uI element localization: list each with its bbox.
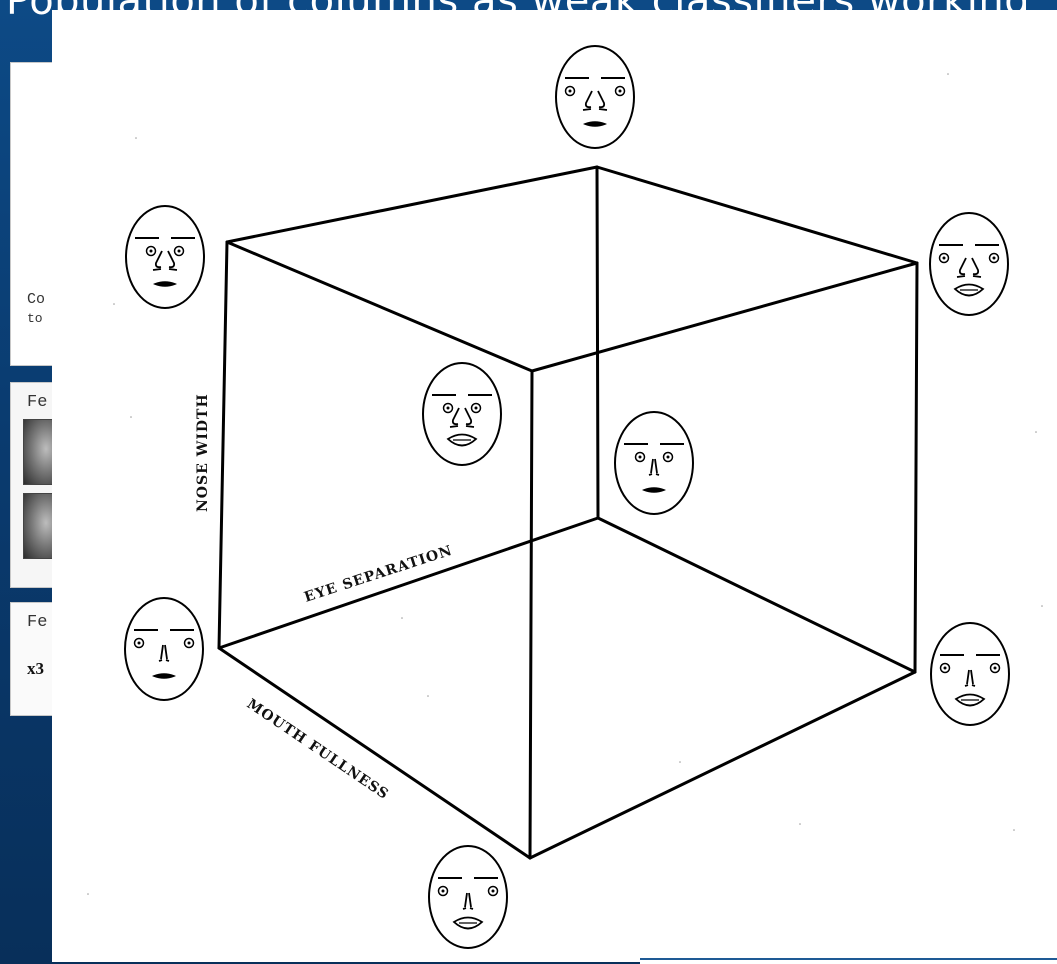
nose bbox=[158, 644, 170, 662]
chernoff-faces bbox=[124, 45, 1010, 949]
panel-result-value: x3 bbox=[27, 659, 44, 678]
cube-edge bbox=[217, 516, 600, 650]
chernoff-face bbox=[428, 845, 508, 949]
eye bbox=[145, 245, 157, 257]
pupil bbox=[993, 666, 997, 670]
pupil bbox=[474, 406, 478, 410]
cube-edge bbox=[595, 165, 919, 265]
chernoff-face bbox=[555, 45, 635, 149]
pupil bbox=[568, 89, 572, 93]
nose bbox=[462, 892, 474, 910]
panel-result-heading: Fe bbox=[27, 613, 48, 632]
eye bbox=[470, 402, 482, 414]
face-outline bbox=[929, 212, 1009, 316]
mouth bbox=[446, 433, 478, 447]
nose bbox=[582, 90, 608, 111]
eye bbox=[939, 662, 951, 674]
nose bbox=[648, 458, 660, 476]
cube-edge bbox=[596, 516, 917, 674]
cube-edge bbox=[528, 670, 917, 860]
axis-label-nose-width: NOSE WIDTH bbox=[195, 393, 211, 512]
face-outline bbox=[428, 845, 508, 949]
cube-edge bbox=[913, 261, 919, 674]
chernoff-face bbox=[125, 205, 205, 309]
face-outline bbox=[930, 622, 1010, 726]
eye bbox=[487, 885, 499, 897]
chernoff-face bbox=[930, 622, 1010, 726]
cube-edge bbox=[225, 165, 599, 244]
eye bbox=[437, 885, 449, 897]
mouth bbox=[152, 281, 178, 287]
cube-edge bbox=[217, 240, 229, 650]
pupil bbox=[137, 641, 141, 645]
pupil bbox=[618, 89, 622, 93]
scan-noise bbox=[87, 73, 1043, 895]
eye bbox=[634, 451, 646, 463]
eye bbox=[988, 252, 1000, 264]
nose bbox=[956, 257, 982, 278]
face-outline bbox=[125, 205, 205, 309]
pupil bbox=[638, 455, 642, 459]
mouth bbox=[641, 487, 667, 493]
cube-edge bbox=[217, 646, 532, 860]
cube-edge bbox=[528, 369, 534, 860]
bottom-border-strip bbox=[640, 958, 1057, 964]
face-outline bbox=[614, 411, 694, 515]
pupil bbox=[149, 249, 153, 253]
mouth bbox=[452, 916, 484, 930]
face-outline bbox=[555, 45, 635, 149]
chernoff-face bbox=[929, 212, 1009, 316]
mouth bbox=[582, 121, 608, 127]
nose bbox=[964, 669, 976, 687]
cube-edge bbox=[595, 165, 600, 520]
nose bbox=[449, 407, 475, 428]
pupil bbox=[446, 406, 450, 410]
eye bbox=[614, 85, 626, 97]
mouth bbox=[953, 283, 985, 297]
panel-code-line-2: to bbox=[27, 311, 43, 326]
pupil bbox=[666, 455, 670, 459]
chernoff-faces-cube-figure: NOSE WIDTH EYE SEPARATION MOUTH FULLNESS bbox=[52, 10, 1057, 962]
eye bbox=[564, 85, 576, 97]
eye bbox=[173, 245, 185, 257]
pupil bbox=[441, 889, 445, 893]
panel-features-heading: Fe bbox=[27, 393, 48, 412]
eye bbox=[133, 637, 145, 649]
mouth bbox=[954, 693, 986, 707]
nose bbox=[152, 250, 178, 271]
cube-edge bbox=[225, 240, 534, 373]
pupil bbox=[942, 256, 946, 260]
eye bbox=[442, 402, 454, 414]
chernoff-face bbox=[614, 411, 694, 515]
pupil bbox=[943, 666, 947, 670]
eye bbox=[989, 662, 1001, 674]
eye bbox=[938, 252, 950, 264]
cube-edges bbox=[217, 165, 919, 860]
face-outline bbox=[422, 362, 502, 466]
pupil bbox=[491, 889, 495, 893]
eye bbox=[183, 637, 195, 649]
chernoff-face bbox=[124, 597, 204, 701]
mouth bbox=[151, 673, 177, 679]
cube-diagram: NOSE WIDTH EYE SEPARATION MOUTH FULLNESS bbox=[87, 45, 1043, 949]
pupil bbox=[992, 256, 996, 260]
pupil bbox=[187, 641, 191, 645]
pupil bbox=[177, 249, 181, 253]
chernoff-face bbox=[422, 362, 502, 466]
face-outline bbox=[124, 597, 204, 701]
eye bbox=[662, 451, 674, 463]
panel-code-line-1: Co bbox=[27, 291, 46, 308]
cube-edge bbox=[530, 261, 919, 373]
